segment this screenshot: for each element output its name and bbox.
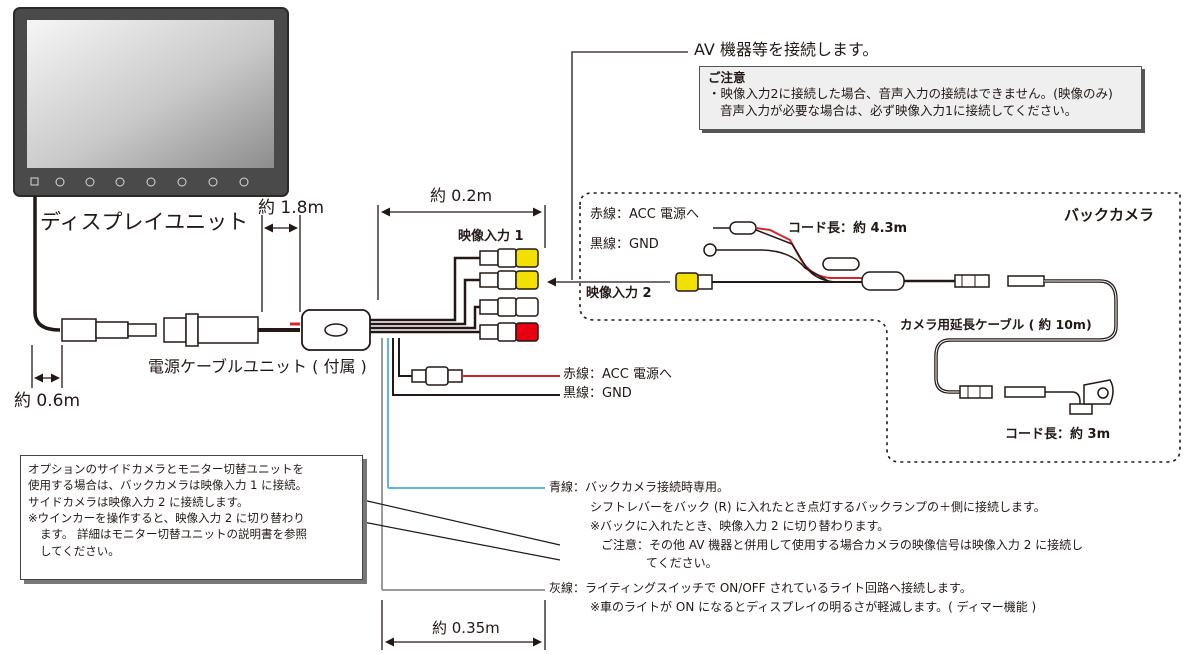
length-0-6-label: 約 0.6m (14, 391, 80, 411)
note-line-6: してください。 (40, 543, 120, 558)
display-unit-label: ディスプレイユニット (40, 210, 249, 234)
video-input-2-label: 映像入力 2 (586, 286, 652, 301)
back-camera-region (579, 192, 1181, 463)
back-camera-body (1069, 379, 1114, 415)
black-wire-gnd-label: 黒線：GND (563, 386, 632, 401)
camera-black-gnd-label: 黒線：GND (590, 237, 659, 252)
camera-red-acc-label: 赤線：ACC 電源へ (590, 207, 699, 222)
length-0-2-label: 約 0.2m (430, 186, 493, 205)
display-monitor (13, 7, 289, 197)
power-unit-connector (163, 313, 259, 347)
display-cable (33, 196, 61, 332)
blue-wire-line-2: シフトレバーをバック (R) に入れたとき点灯するバックランプの＋側に接続します… (590, 500, 1046, 514)
red-wire-acc-label: 赤線：ACC 電源へ (563, 367, 672, 382)
back-camera-label: バックカメラ (1064, 206, 1155, 224)
caution-line-2: 音声入力が必要な場合は、必ず映像入力1に接続してください。 (720, 102, 1078, 118)
gray-wire-line-1: 灰線：ライティングスイッチで ON/OFF されているライト回路へ接続します。 (549, 581, 972, 595)
length-1-8-label: 約 1.8m (258, 198, 324, 218)
gray-wire-line-2: ※車のライトが ON になるとディスプレイの明るさが軽減します。( ディマー機能… (590, 600, 1037, 614)
note-line-2: 使用する場合は、バックカメラは映像入力 1 に接続。 (28, 478, 308, 493)
length-0-35-label: 約 0.35m (432, 619, 500, 637)
fuse-holder (411, 366, 463, 386)
rca-plugs (479, 248, 539, 342)
caution-line-1: ・映像入力2に接続した場合、音声入力の接続はできません。(映像のみ) (708, 86, 1113, 102)
caution-title: ご注意 (708, 70, 746, 85)
display-connector (61, 318, 157, 342)
power-cable-unit-label: 電源ケーブルユニット ( 付属 ) (148, 357, 367, 376)
note-line-5: ます。 詳細はモニター切替ユニットの説明書を参照 (40, 527, 308, 542)
note-line-1: オプションのサイドカメラとモニター切替ユニットを (28, 462, 304, 476)
note-line-4: ※ウインカーを操作すると、映像入力 2 に切り替わり (28, 510, 305, 525)
cord-length-4-3-label: コード長：約 4.3m (788, 221, 908, 236)
av-connect-label: AV 機器等を接続します。 (694, 40, 879, 59)
blue-wire-line-5: てください。 (646, 556, 718, 570)
camera-extension-cable-label: カメラ用延長ケーブル ( 約 10m) (900, 317, 1092, 332)
option-note-box: オプションのサイドカメラとモニター切替ユニットを 使用する場合は、バックカメラは… (20, 455, 363, 580)
cord-length-3-label: コード長：約 3m (1005, 427, 1111, 442)
blue-wire-line-3: ※バックに入れたとき、映像入力 2 に切り替わります。 (590, 519, 890, 533)
caution-box: ご注意 ・映像入力2に接続した場合、音声入力の接続はできません。(映像のみ) 音… (699, 66, 1142, 130)
blue-wire-line-1: 青線：バックカメラ接続時専用。 (549, 480, 730, 494)
blue-wire-line-4: ご注意：その他 AV 機器と併用して使用する場合カメラの映像信号は映像入力 2 … (601, 538, 1084, 552)
video-input-1-label: 映像入力 1 (458, 229, 524, 244)
note-line-3: サイドカメラは映像入力 2 に接続します。 (28, 494, 249, 509)
